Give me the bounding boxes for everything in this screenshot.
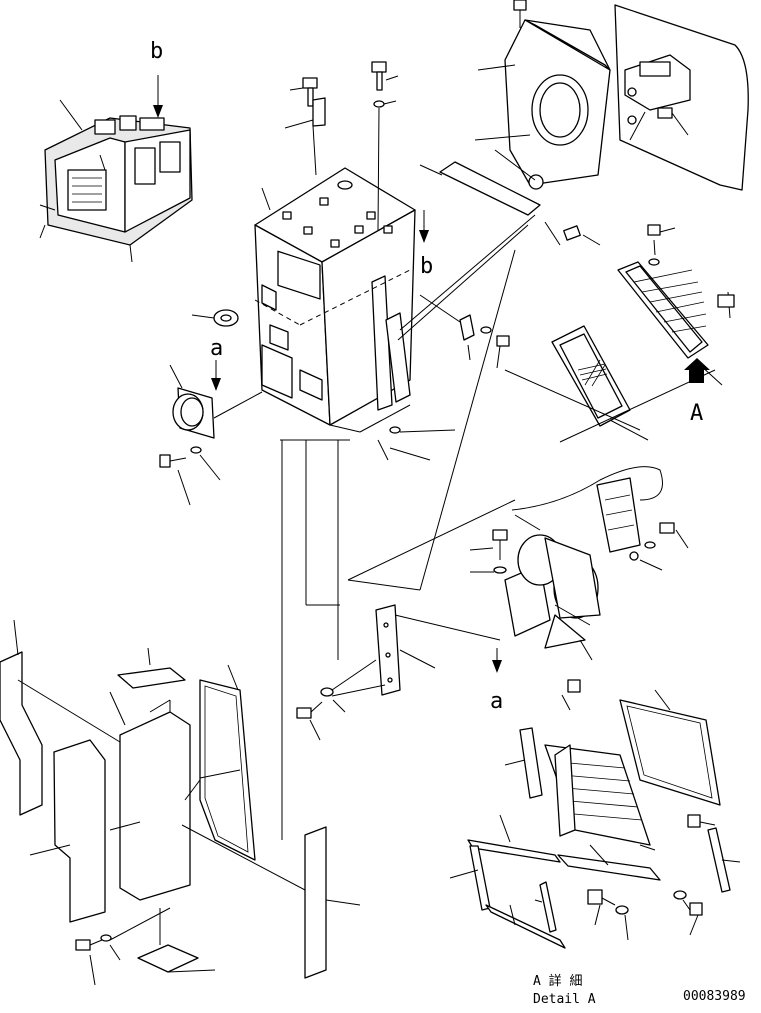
filter-grille <box>617 224 735 359</box>
detail-a-assembly <box>449 679 741 949</box>
blower-motor-left <box>169 364 263 439</box>
detail-caption-jp: A 詳 細 <box>533 973 582 989</box>
grommet <box>191 309 239 327</box>
filter-element <box>551 325 631 427</box>
duct <box>474 0 611 186</box>
rod <box>399 214 536 331</box>
drawing-number: 00083989 <box>683 989 746 1004</box>
mounting-bracket <box>296 604 501 741</box>
resistor-cable <box>511 466 689 571</box>
label-a-mid: a <box>210 336 223 361</box>
arrow-A-indicator <box>684 358 710 383</box>
long-panel <box>304 826 327 979</box>
bolt-left <box>159 446 221 506</box>
blower-assembly <box>469 529 601 661</box>
clamp-hardware <box>377 294 510 461</box>
ducting-lower-left <box>0 619 306 986</box>
duct-bracket <box>419 149 544 216</box>
top-bolts <box>284 61 399 231</box>
label-b-top: b <box>150 39 163 64</box>
rear-cover <box>614 4 749 191</box>
detail-caption-en: Detail A <box>533 992 596 1007</box>
label-b-mid: b <box>420 254 433 279</box>
duct-bolt <box>544 221 601 246</box>
label-detail-letter: A <box>690 401 703 426</box>
label-a-low: a <box>490 689 503 714</box>
air-conditioner-unit <box>39 99 193 263</box>
main-housing <box>254 167 416 433</box>
